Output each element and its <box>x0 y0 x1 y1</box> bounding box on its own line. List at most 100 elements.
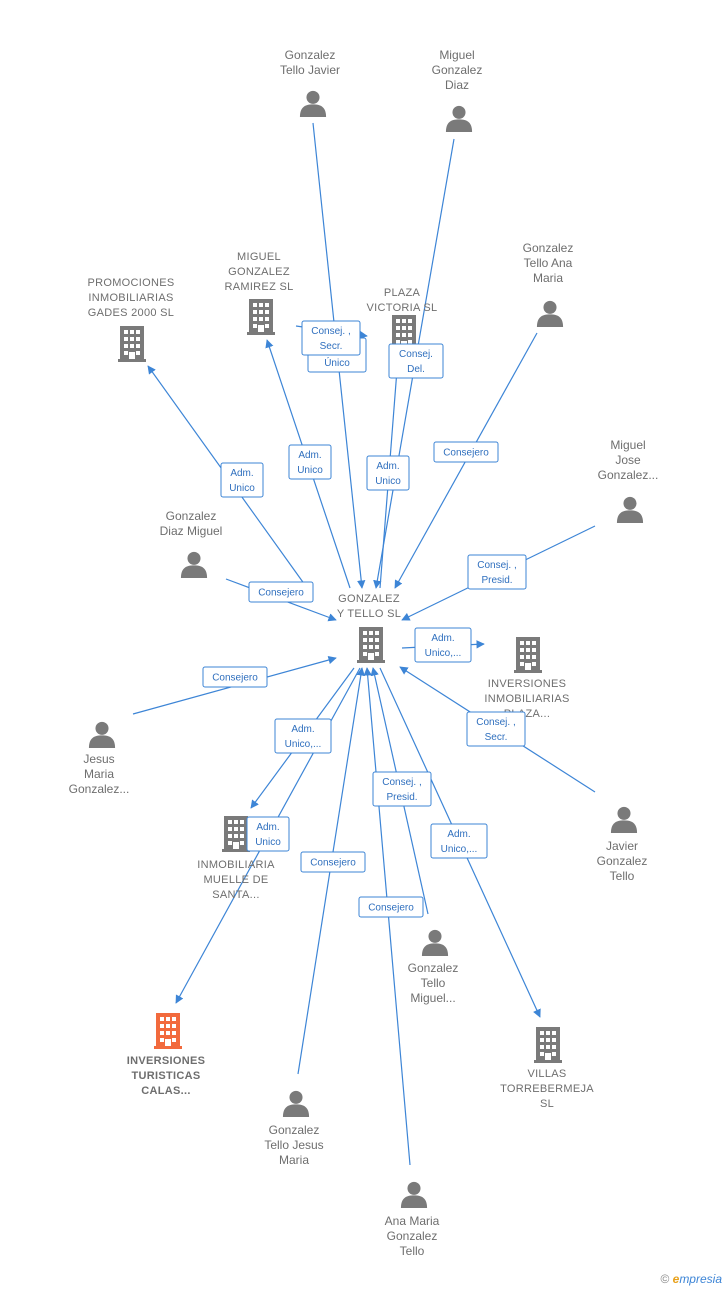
copyright-symbol: © <box>660 1272 670 1286</box>
edge-role-text: Secr. <box>485 732 508 743</box>
edge-role-text: Presid. <box>481 575 512 586</box>
node-label-line: GONZALEZ <box>338 593 400 605</box>
edge-role-badge[interactable]: Consejero <box>358 896 424 918</box>
person-node-p_miguel_jose[interactable]: MiguelJoseGonzalez... <box>598 438 659 523</box>
node-label-line: PLAZA <box>384 287 421 299</box>
person-icon <box>536 300 564 327</box>
node-label-line: Miguel <box>610 438 645 452</box>
person-icon <box>88 721 116 748</box>
company-node-center[interactable]: GONZALEZ Y TELLO SL <box>337 593 401 663</box>
edge-role-badge[interactable]: Consej. ,Secr. <box>301 320 361 356</box>
edge-role-text: Secr. <box>320 341 343 352</box>
node-label-line: Jesus <box>83 752 114 766</box>
building-icon <box>514 637 542 673</box>
node-label-line: INVERSIONES <box>127 1055 206 1067</box>
edge-role-box <box>358 896 424 918</box>
edge-role-box <box>202 666 268 688</box>
edge-role-badge[interactable]: Adm. Unico <box>366 455 410 491</box>
edge-role-badge[interactable]: Consej. ,Secr. <box>466 711 526 747</box>
edge-role-badge[interactable]: Consejero <box>300 851 366 873</box>
building-icon <box>154 1013 182 1049</box>
node-label-line: SL <box>540 1098 554 1110</box>
node-label-line: Maria <box>533 271 563 285</box>
person-icon <box>282 1090 310 1117</box>
person-node-p_jesus_maria[interactable]: JesusMariaGonzalez... <box>69 721 130 796</box>
person-icon <box>400 1181 428 1208</box>
node-label-line: Gonzalez... <box>69 782 130 796</box>
edge-role-badge[interactable]: Adm.Unico,... <box>414 627 472 663</box>
node-label-line: Tello Ana <box>524 256 573 270</box>
edge-role-box <box>288 444 332 480</box>
edge-role-box <box>366 455 410 491</box>
edge-role-text: Adm. <box>256 822 279 833</box>
node-label-line: INVERSIONES <box>488 678 567 690</box>
edge-role-text: Unico <box>375 476 401 487</box>
edge-role-badge[interactable]: Consejero <box>202 666 268 688</box>
edge-role-text: Consej. , <box>382 777 421 788</box>
edge-role-badge[interactable]: Adm.Unico <box>220 462 264 498</box>
edge-role-badge[interactable]: Consej. ,Presid. <box>372 771 432 807</box>
node-label-line: Gonzalez <box>387 1229 438 1243</box>
brand-name: mpresia <box>679 1272 722 1286</box>
edge-role-text: Consejero <box>443 448 489 459</box>
node-label-line: GONZALEZ <box>228 266 290 278</box>
edge-role-badge[interactable]: Consejero <box>433 441 499 463</box>
node-label-line: Gonzalez <box>285 48 336 62</box>
node-label-line: Tello Jesus <box>264 1138 323 1152</box>
node-label-line: Gonzalez <box>597 854 648 868</box>
company-node-c_inv_turisticas[interactable]: INVERSIONESTURISTICASCALAS... <box>127 1013 206 1097</box>
node-label-line: Maria <box>279 1153 309 1167</box>
edge-role-box <box>248 581 314 603</box>
edge-role-badge[interactable]: Adm. Unico <box>246 816 290 852</box>
node-label-line: Gonzalez... <box>598 468 659 482</box>
edge-role-badge[interactable]: Adm.Unico <box>288 444 332 480</box>
edge-role-text: Unico,... <box>285 739 322 750</box>
node-label-line: Diaz Miguel <box>160 524 223 538</box>
edge-role-text: Único <box>324 356 350 369</box>
node-label-line: TORREBERMEJA <box>500 1083 594 1095</box>
company-node-c_inv_inmob[interactable]: INVERSIONESINMOBILIARIASPLAZA... <box>484 637 569 720</box>
person-node-p_tello_miguel[interactable]: GonzalezTelloMiguel... <box>408 929 459 1005</box>
edge-labels-layer: SocioÚnicoConsej.Del.Adm.UnicoAdm.UnicoC… <box>202 320 527 918</box>
edge-role-text: Adm. <box>447 829 470 840</box>
edge-role-badge[interactable]: Consej.Del. <box>388 343 444 379</box>
edge-role-text: Adm. <box>376 461 399 472</box>
node-label-line: Tello <box>421 976 446 990</box>
edge-role-badge[interactable]: Consejero <box>248 581 314 603</box>
edge-role-badge[interactable]: Consej. ,Presid. <box>467 554 527 590</box>
edge-role-text: Consejero <box>258 588 304 599</box>
company-node-c_plaza_victoria[interactable]: PLAZA VICTORIA SL <box>367 287 438 351</box>
brand-e: e <box>672 1272 680 1286</box>
edge-role-text: Adm. <box>291 724 314 735</box>
node-label-line: Miguel... <box>410 991 455 1005</box>
edge-role-box <box>301 320 361 356</box>
edge-role-text: Consej. <box>399 349 433 360</box>
edge-role-text: Unico,... <box>441 844 478 855</box>
edge-role-box <box>430 823 488 859</box>
edge-role-box <box>274 718 332 754</box>
edge-role-badge[interactable]: Adm. Unico,... <box>274 718 332 754</box>
edge-role-badge[interactable]: Adm. Unico,... <box>430 823 488 859</box>
edge-role-box <box>433 441 499 463</box>
node-label-line: Gonzalez <box>408 961 459 975</box>
node-label-line: RAMIREZ SL <box>224 281 293 293</box>
edge-role-text: Unico <box>229 483 255 494</box>
node-label-line: VICTORIA SL <box>367 302 438 314</box>
node-label-line: Jose <box>615 453 641 467</box>
edge-role-text: Unico <box>255 837 281 848</box>
node-label-line: Y TELLO SL <box>337 608 401 620</box>
node-label-line: PROMOCIONES <box>87 277 174 289</box>
